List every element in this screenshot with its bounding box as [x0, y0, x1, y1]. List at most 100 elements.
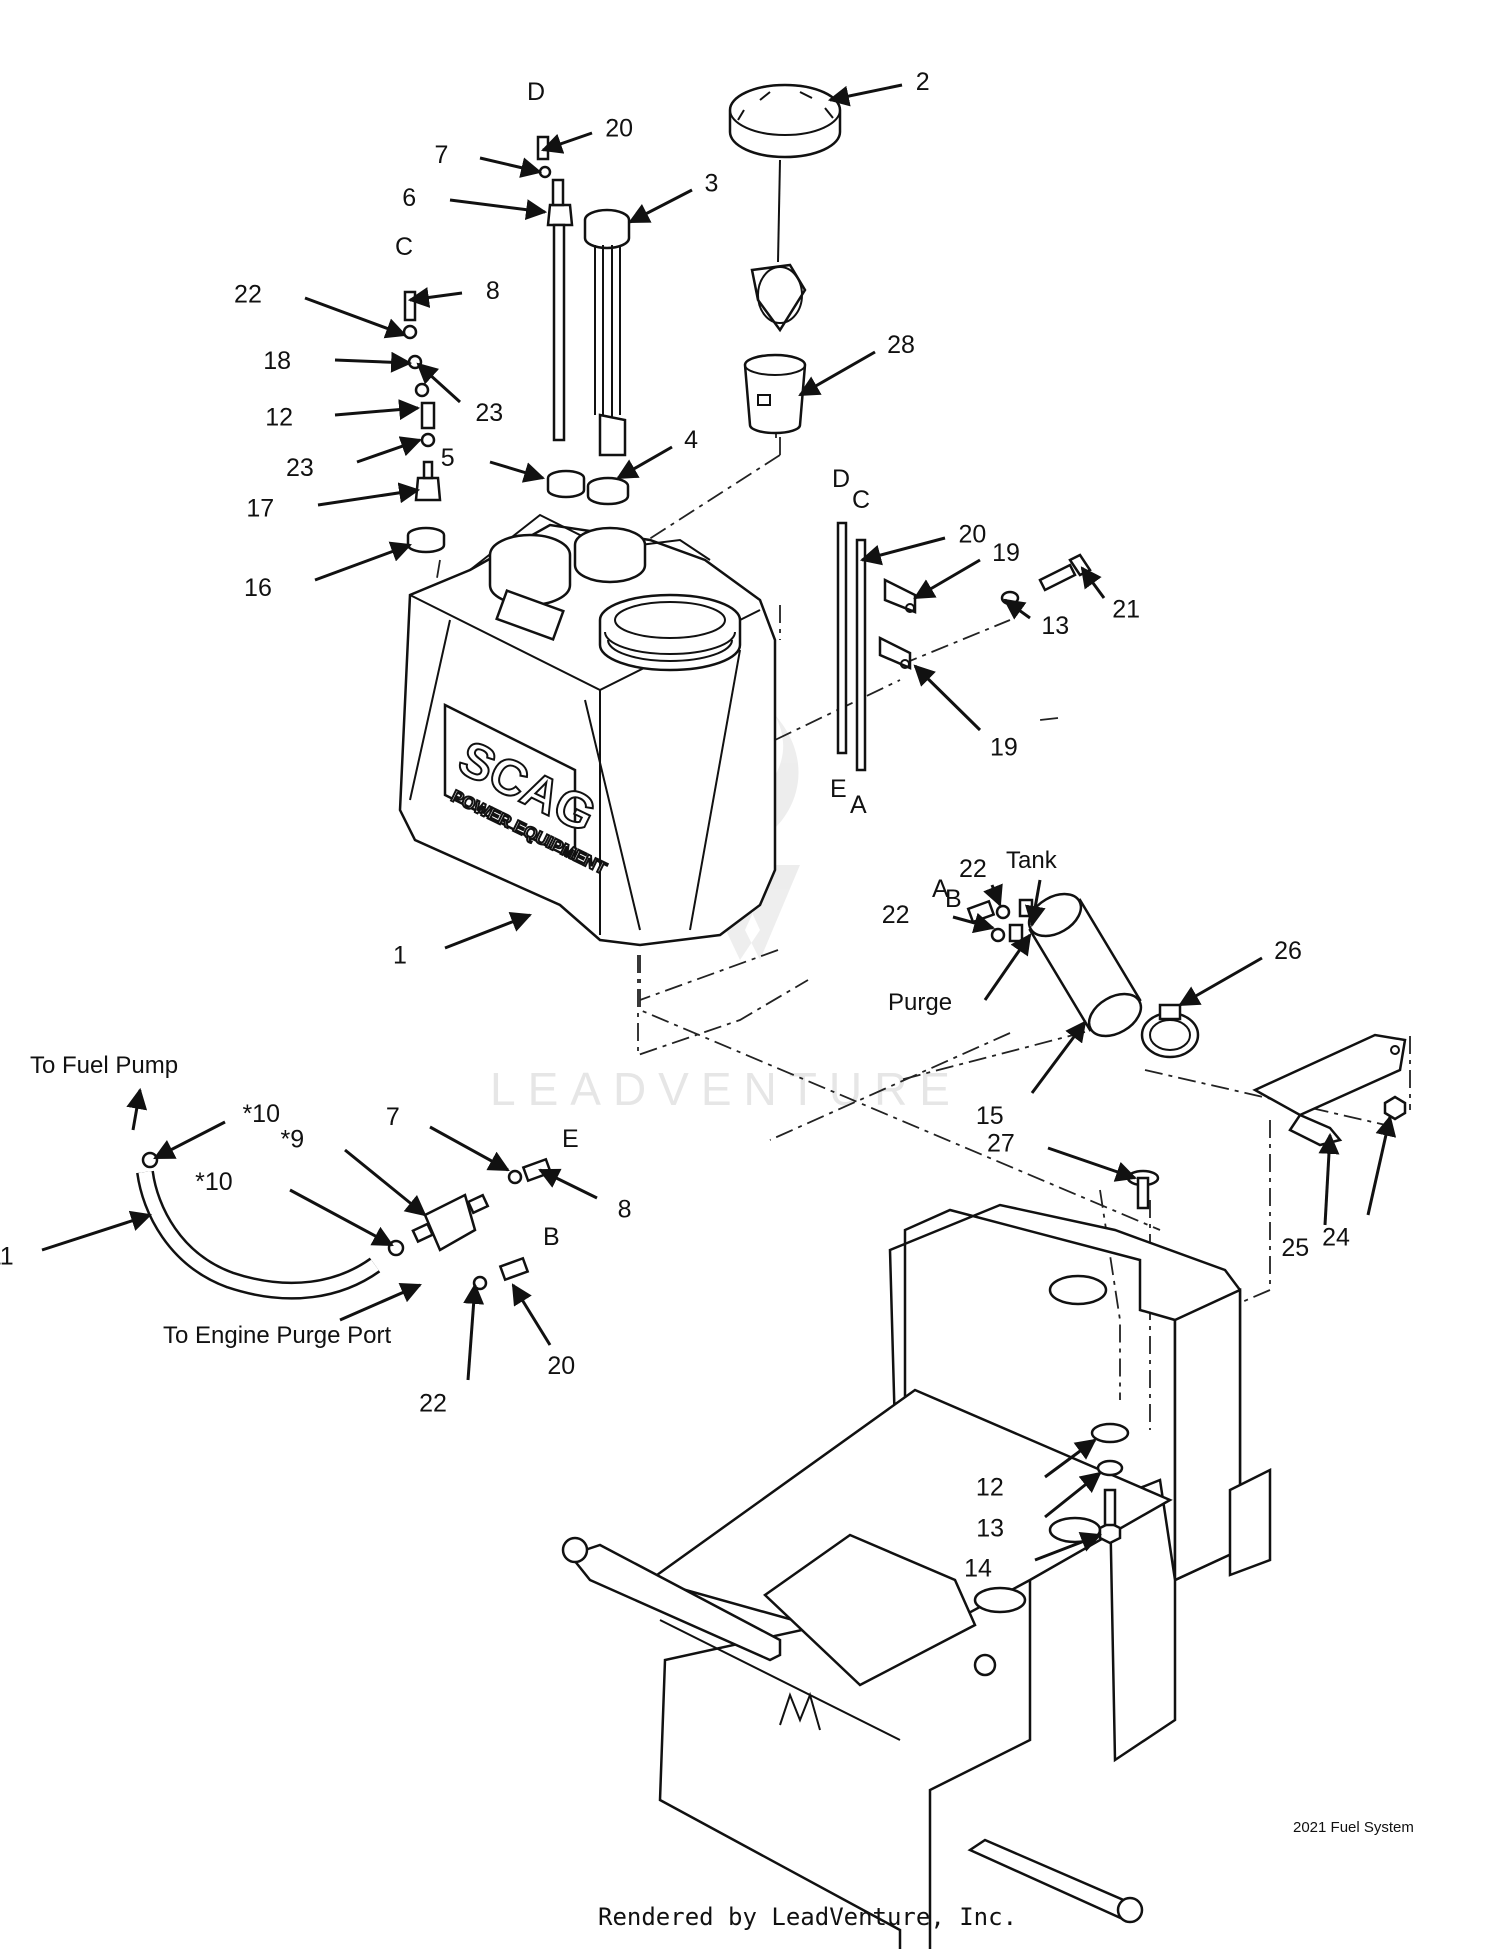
leader-c19a: [913, 558, 981, 600]
note-n_tank: Tank: [1006, 847, 1058, 874]
callout-c20c: 20: [547, 1352, 575, 1380]
leader-c5: [489, 460, 546, 483]
leader-c10b: [289, 1188, 394, 1247]
callout-c19b: 19: [990, 733, 1018, 761]
leader-c14: [1034, 1531, 1102, 1562]
callout-c13b: 13: [976, 1515, 1004, 1543]
callout-c8a: 8: [486, 277, 500, 305]
note-arrow-n_pump: [126, 1087, 148, 1131]
callout-c20b: 20: [959, 520, 987, 548]
leader-c23a: [416, 362, 462, 404]
leader-c7b: [429, 1125, 510, 1172]
connection-letter-lA1: A: [850, 791, 867, 819]
pickup-tube: [546, 178, 574, 442]
note-arrow-n_tank: [1024, 879, 1046, 928]
inline-filter: [387, 1157, 553, 1291]
leader-c7a: [479, 156, 543, 178]
callout-c28: 28: [887, 331, 915, 359]
leader-c20b: [859, 536, 946, 566]
note-n_engine: To Engine Purge Port: [163, 1322, 391, 1349]
leader-c12a: [334, 399, 421, 421]
connection-letter-lB2: B: [543, 1223, 560, 1251]
leader-c13a: [1003, 598, 1031, 620]
hose-clamp: [1140, 1003, 1200, 1059]
leader-c6: [449, 198, 548, 221]
leader-c23b: [356, 436, 422, 464]
leader-c22d: [463, 1282, 485, 1381]
callout-c6: 6: [402, 184, 416, 212]
connection-letter-lD1: D: [527, 78, 545, 106]
leader-c18: [334, 351, 413, 373]
callout-c22c: 22: [882, 901, 910, 929]
callout-c27: 27: [987, 1129, 1015, 1157]
callout-c26: 26: [1274, 937, 1302, 965]
callout-c18: 18: [263, 347, 291, 375]
callout-c20a: 20: [605, 114, 633, 142]
leader-c8b: [538, 1168, 598, 1200]
callout-c22a: 22: [234, 281, 262, 309]
connection-letter-lB1: B: [945, 885, 962, 913]
leader-c10a: [153, 1120, 226, 1160]
tank-logo: SCAG POWER EQUIPMENT: [443, 702, 611, 879]
callout-c12b: 12: [976, 1474, 1004, 1502]
leader-c9: [344, 1148, 427, 1217]
callout-c3: 3: [704, 170, 718, 198]
leader-c11: [41, 1210, 152, 1252]
leader-c28: [798, 350, 876, 397]
leader-c27: [1047, 1146, 1137, 1182]
leader-c8a: [407, 287, 463, 308]
fuel-tank: SCAG POWER EQUIPMENT: [398, 513, 777, 947]
leader-c16: [314, 541, 412, 582]
callout-c17: 17: [246, 495, 274, 523]
leader-c20c: [511, 1283, 552, 1346]
callout-c22b: 22: [959, 855, 987, 883]
callout-c4: 4: [684, 426, 698, 454]
watermark-text: LEADVENTURE: [490, 1063, 962, 1115]
leader-c13b: [1044, 1471, 1102, 1519]
callout-c7b: 7: [386, 1103, 400, 1131]
leader-c20a: [541, 131, 593, 154]
callout-c16: 16: [244, 574, 272, 602]
frame-hardware: [1090, 1422, 1130, 1545]
note-n_purge: Purge: [888, 989, 952, 1016]
leader-c22c: [952, 912, 996, 934]
callout-c11: *11: [0, 1243, 14, 1271]
leader-c15: [1030, 1020, 1087, 1094]
leader-c4: [616, 445, 673, 480]
callout-c9: *9: [280, 1126, 304, 1154]
callout-c13a: 13: [1041, 612, 1069, 640]
connection-letter-lC1: C: [395, 233, 413, 261]
callout-c10b: *10: [195, 1168, 233, 1196]
callout-c2: 2: [916, 68, 930, 96]
leader-c22b: [983, 883, 1003, 907]
fuel-hose-11: [136, 1151, 381, 1300]
callout-c15: 15: [976, 1102, 1004, 1130]
connection-letter-lC2: C: [852, 486, 870, 514]
callout-labels: 1234567788*9*10*10*111212131314151617181…: [0, 68, 1350, 1582]
grommets: [406, 469, 630, 554]
leader-c17: [317, 482, 421, 507]
callout-c24: 24: [1322, 1224, 1350, 1252]
filter-bracket: [1252, 1033, 1407, 1147]
callout-c23b: 23: [286, 454, 314, 482]
callout-c7a: 7: [434, 141, 448, 169]
leader-c26: [1178, 956, 1263, 1007]
fuel-cap: [728, 83, 842, 333]
callout-c12a: 12: [265, 404, 293, 432]
leader-c12b: [1044, 1438, 1097, 1479]
callout-c21: 21: [1112, 595, 1140, 623]
callout-c10a: *10: [242, 1100, 280, 1128]
leader-arrows: [41, 83, 1397, 1562]
callout-c5: 5: [441, 444, 455, 472]
callout-c23a: 23: [475, 399, 503, 427]
leader-c25: [1318, 1132, 1340, 1226]
rendered-by-footer: Rendered by LeadVenture, Inc.: [598, 1903, 1017, 1931]
callout-c19a: 19: [992, 539, 1020, 567]
leader-c22a: [304, 296, 407, 339]
connection-letter-lE1: E: [830, 775, 847, 803]
connection-letter-lD2: D: [832, 465, 850, 493]
note-arrow-n_purge: [983, 933, 1032, 1001]
hose-lines: [836, 521, 917, 772]
leader-c24: [1366, 1114, 1397, 1216]
